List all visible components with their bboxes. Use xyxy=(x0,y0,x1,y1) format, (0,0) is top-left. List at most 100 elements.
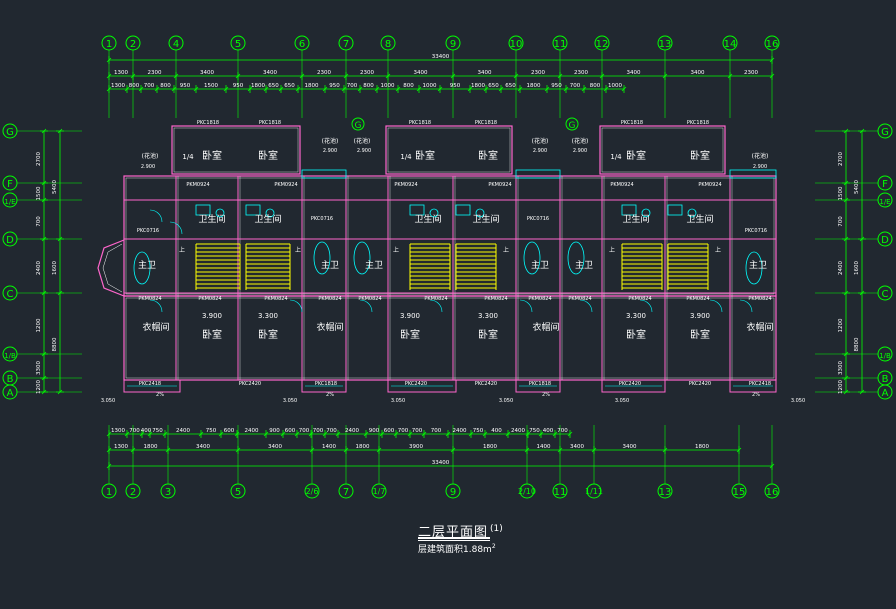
elevation-tag: 2.900 xyxy=(323,148,337,154)
axis-label-top: 8 xyxy=(385,39,391,50)
dim-right-slash xyxy=(843,290,849,296)
bedroom-block-top xyxy=(385,125,513,175)
dim-bottom-row2-label: 3400 xyxy=(268,444,282,450)
door-swing xyxy=(519,299,533,313)
sink xyxy=(265,208,275,218)
dim-top-row1-slash xyxy=(299,73,305,79)
dim-left-label: 3300 xyxy=(36,361,42,375)
stair-up-label: 上 xyxy=(393,246,399,254)
bay-window xyxy=(387,379,457,393)
bathtub xyxy=(353,241,371,275)
dim-left-outer-slash xyxy=(57,128,63,134)
dim-bottom-row1-slash xyxy=(218,431,224,437)
axis-label-right: G xyxy=(881,127,889,138)
room-label-planter: (花池) xyxy=(322,137,339,145)
door-swing xyxy=(709,299,723,313)
dim-top-row1-label: 2300 xyxy=(744,70,758,76)
dim-bottom-row2-label: 3400 xyxy=(570,444,584,450)
dim-right-slash xyxy=(843,236,849,242)
dim-bottom-row2-slash xyxy=(106,447,112,453)
fixtures-and-stairs xyxy=(133,204,763,313)
slope-tag: 2% xyxy=(752,392,760,398)
bedroom-block-top-inner xyxy=(601,127,724,173)
dim-top-row2-slash xyxy=(603,86,609,92)
room-label-closet: 衣帽间 xyxy=(746,321,773,333)
axis-label-right: D xyxy=(881,235,889,246)
dim-top-row2-label: 650 xyxy=(284,83,295,89)
dim-top-row2-slash xyxy=(374,86,380,92)
axis-label-top: 13 xyxy=(659,39,672,50)
elevation-tag-bottom: 3.050 xyxy=(391,398,405,404)
dim-right-slash xyxy=(843,197,849,203)
door-tag-lower: PKM0824 xyxy=(138,296,161,302)
dim-top-row1-label: 3400 xyxy=(691,70,705,76)
door-swing xyxy=(639,299,653,313)
dim-right-label: 700 xyxy=(838,216,844,227)
dim-bottom-row2-label: 1400 xyxy=(322,444,336,450)
bedroom-block-top-inner xyxy=(173,127,299,173)
dim-bottom-row1-label: 2400 xyxy=(345,428,359,434)
dim-bottom-row2-slash xyxy=(376,447,382,453)
door-tag-lower: PKM0824 xyxy=(528,296,551,302)
bathtub xyxy=(313,241,331,275)
dim-bottom-row1-slash xyxy=(322,431,328,437)
axis-label-bottom: 1/11 xyxy=(585,487,603,496)
bedroom-block-top xyxy=(599,125,726,175)
axis-label-top: 6 xyxy=(299,39,305,50)
dim-bottom-row1-slash xyxy=(234,431,240,437)
axis-label-bottom: 7 xyxy=(343,487,349,498)
axis-label-bottom: 2/10 xyxy=(518,487,536,496)
room-axis-tag: 1/4 xyxy=(400,153,412,161)
dim-top-row2-label: 1000 xyxy=(423,83,437,89)
axis-bubble-inner xyxy=(351,117,365,131)
door-swing xyxy=(359,299,373,313)
door-swing xyxy=(579,299,593,313)
walls xyxy=(97,125,777,393)
dim-bottom-row2-label: 1800 xyxy=(483,444,497,450)
axis-label-left: B xyxy=(7,374,14,385)
dim-right-slash xyxy=(843,180,849,186)
dim-bottom-row1-label: 750 xyxy=(529,428,540,434)
door-swing xyxy=(149,299,163,313)
axis-label-bottom: 2/6 xyxy=(306,487,319,496)
dim-top-row2-slash xyxy=(154,86,160,92)
dim-top-row2-slash xyxy=(395,86,401,92)
door-tag: PKM0924 xyxy=(698,182,721,188)
door-tag-c: PKC0716 xyxy=(137,228,159,234)
stair-up-label: 上 xyxy=(295,246,301,254)
room-label-master-bath: 主卫 xyxy=(749,259,767,271)
elevation-tag-bottom: 3.050 xyxy=(101,398,115,404)
dim-top-row2-slash xyxy=(247,86,253,92)
dim-right-outer-slash xyxy=(859,389,865,395)
dim-left-slash xyxy=(41,351,47,357)
dim-top-row2-slash xyxy=(437,86,443,92)
axis-label-top: 11 xyxy=(554,39,567,50)
dim-bottom-row1-slash xyxy=(124,431,130,437)
door-tag-c: PKC0716 xyxy=(311,216,333,222)
dim-top-row2-label: 950 xyxy=(180,83,191,89)
room-label-planter: (花池) xyxy=(142,152,159,160)
elevation-tag: 2.900 xyxy=(573,148,587,154)
balcony-rail xyxy=(515,169,561,179)
window-tag-bottom: PKC1818 xyxy=(315,381,337,387)
door-tag: PKM0924 xyxy=(610,182,633,188)
dim-top-row2-label: 1800 xyxy=(251,83,265,89)
room-label-bath: 卫生间 xyxy=(622,213,649,225)
dim-bottom-row1-slash xyxy=(280,431,286,437)
room-label-master-bath: 主卫 xyxy=(531,259,549,271)
dim-bottom-row1-label: 700 xyxy=(299,428,310,434)
dim-bottom-row2-label: 3900 xyxy=(409,444,423,450)
sink xyxy=(475,208,485,218)
axis-label-top: 16 xyxy=(766,39,779,50)
dim-bottom-row1-slash xyxy=(263,431,269,437)
dim-bottom-row2-label: 1800 xyxy=(356,444,370,450)
room-label-bedroom-lower: 卧室 xyxy=(690,328,710,341)
dim-bottom-row1-label: 750 xyxy=(152,428,163,434)
dim-top-row1-label: 3400 xyxy=(414,70,428,76)
door-tag-lower: PKM0824 xyxy=(628,296,651,302)
dim-top-row2-slash xyxy=(295,86,301,92)
elevation-tag: 2.900 xyxy=(141,164,155,170)
dim-bottom-row2-slash xyxy=(235,447,241,453)
dim-bottom-row1-slash xyxy=(482,431,488,437)
dim-bottom-row1-label: 900 xyxy=(369,428,380,434)
